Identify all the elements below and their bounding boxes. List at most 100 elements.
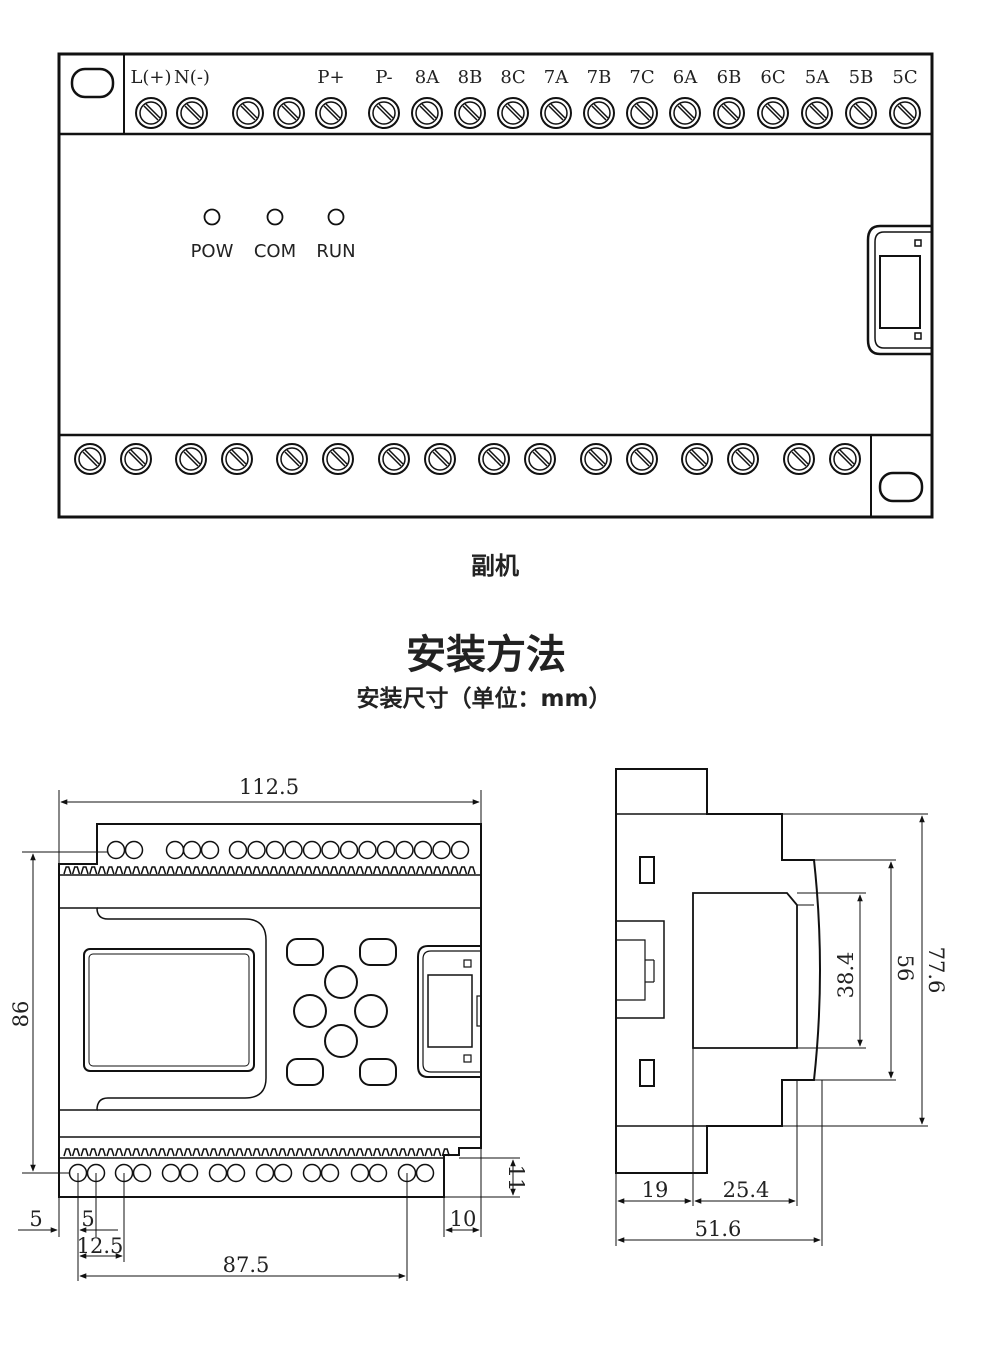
dim-12-5: 12.5 xyxy=(77,1234,124,1258)
mount-slot-top-left xyxy=(70,67,115,99)
terminal-label: 5A xyxy=(805,67,830,88)
terminal-teeth-bottom xyxy=(63,1148,450,1157)
terminal-screw-top xyxy=(713,97,745,129)
terminal-screw-top xyxy=(583,97,615,129)
front-terminal-hole xyxy=(265,840,285,860)
front-terminal-hole xyxy=(165,840,185,860)
dim-10: 10 xyxy=(450,1207,477,1231)
front-terminal-hole xyxy=(247,840,266,860)
key-del xyxy=(286,1058,324,1086)
front-terminal-hole xyxy=(124,840,144,860)
lcd-screen xyxy=(83,948,255,1072)
key-ok xyxy=(359,938,397,966)
terminal-screw-bottom xyxy=(478,443,510,475)
front-terminal-hole xyxy=(432,840,451,860)
terminal-screw-top xyxy=(232,97,264,129)
key-left xyxy=(293,994,327,1028)
terminal-screw-bottom xyxy=(580,443,612,475)
front-terminal-hole xyxy=(415,1163,435,1183)
terminal-screw-top xyxy=(757,97,789,129)
terminal-label: 5C xyxy=(892,67,917,88)
front-terminal-hole xyxy=(273,1163,293,1183)
terminal-screw-top xyxy=(497,97,529,129)
dim-56: 56 xyxy=(893,955,917,982)
terminal-screw-bottom xyxy=(783,443,815,475)
terminal-label: P+ xyxy=(317,67,344,88)
front-terminal-hole xyxy=(106,840,126,860)
key-up xyxy=(324,965,358,999)
front-terminal-hole xyxy=(182,840,202,860)
terminal-label: 5B xyxy=(849,67,874,88)
terminal-teeth-top xyxy=(63,866,476,875)
terminal-screw-top xyxy=(454,97,486,129)
section-title: 安装方法 xyxy=(406,632,566,678)
terminal-screw-top xyxy=(626,97,658,129)
key-esc xyxy=(286,938,324,966)
terminal-screw-top xyxy=(135,97,167,129)
expansion-port xyxy=(866,224,932,356)
section-subtitle: 安装尺寸（单位：mm） xyxy=(357,685,612,712)
front-terminal-hole xyxy=(179,1163,199,1183)
terminal-label: 7B xyxy=(587,67,612,88)
front-terminal-hole xyxy=(302,840,322,860)
front-terminal-hole xyxy=(450,840,470,860)
terminal-screw-bottom xyxy=(120,443,152,475)
terminal-screw-bottom xyxy=(626,443,658,475)
terminal-label: 8A xyxy=(415,67,440,88)
front-terminal-hole xyxy=(339,840,359,860)
terminal-screw-top xyxy=(669,97,701,129)
terminal-label: L(+) xyxy=(130,67,171,88)
front-terminal-hole xyxy=(395,840,414,860)
dim-87-5: 87.5 xyxy=(223,1253,270,1277)
terminal-screw-top xyxy=(889,97,921,129)
terminal-screw-top xyxy=(845,97,877,129)
led-label: POW xyxy=(191,241,234,262)
terminal-label: 7C xyxy=(629,67,654,88)
front-terminal-hole xyxy=(368,1163,388,1183)
terminal-screw-bottom xyxy=(829,443,861,475)
side-view xyxy=(615,768,821,1174)
terminal-screw-top xyxy=(176,97,208,129)
terminal-label: 8B xyxy=(458,67,483,88)
led-indicator xyxy=(203,208,221,226)
front-terminal-hole xyxy=(358,840,377,860)
front-terminal-hole xyxy=(284,840,303,860)
dim-19: 19 xyxy=(642,1178,669,1202)
dim-38-4: 38.4 xyxy=(834,952,858,999)
led-indicator xyxy=(266,208,284,226)
terminal-label: N(-) xyxy=(174,67,210,88)
led-label: COM xyxy=(254,241,296,262)
front-terminal-hole xyxy=(321,840,340,860)
dim-5-right: 5 xyxy=(81,1207,94,1231)
front-terminal-hole xyxy=(228,840,248,860)
key-down xyxy=(324,1024,358,1058)
terminal-label: P- xyxy=(375,67,392,88)
terminal-screw-bottom xyxy=(524,443,556,475)
led-indicator xyxy=(327,208,345,226)
terminal-screw-bottom xyxy=(681,443,713,475)
front-terminal-hole xyxy=(413,840,433,860)
key-right xyxy=(354,994,388,1028)
terminal-screw-top xyxy=(411,97,443,129)
dim-5-left: 5 xyxy=(29,1207,42,1231)
front-terminal-hole xyxy=(302,1163,322,1183)
dim-77-6: 77.6 xyxy=(924,947,948,994)
led-label: RUN xyxy=(316,241,355,262)
terminal-screw-bottom xyxy=(221,443,253,475)
terminal-label: 7A xyxy=(544,67,569,88)
unit-caption: 副机 xyxy=(471,552,519,580)
terminal-screw-top xyxy=(368,97,400,129)
front-terminal-hole xyxy=(132,1163,152,1183)
terminal-screw-bottom xyxy=(74,443,106,475)
key-alt xyxy=(359,1058,397,1086)
terminal-screw-top xyxy=(540,97,572,129)
mount-slot-bottom-right xyxy=(878,471,924,503)
front-terminal-hole xyxy=(226,1163,246,1183)
front-view xyxy=(58,823,482,1198)
front-terminal-hole xyxy=(320,1163,340,1183)
terminal-screw-top xyxy=(315,97,347,129)
dim-11: 11 xyxy=(504,1165,528,1192)
